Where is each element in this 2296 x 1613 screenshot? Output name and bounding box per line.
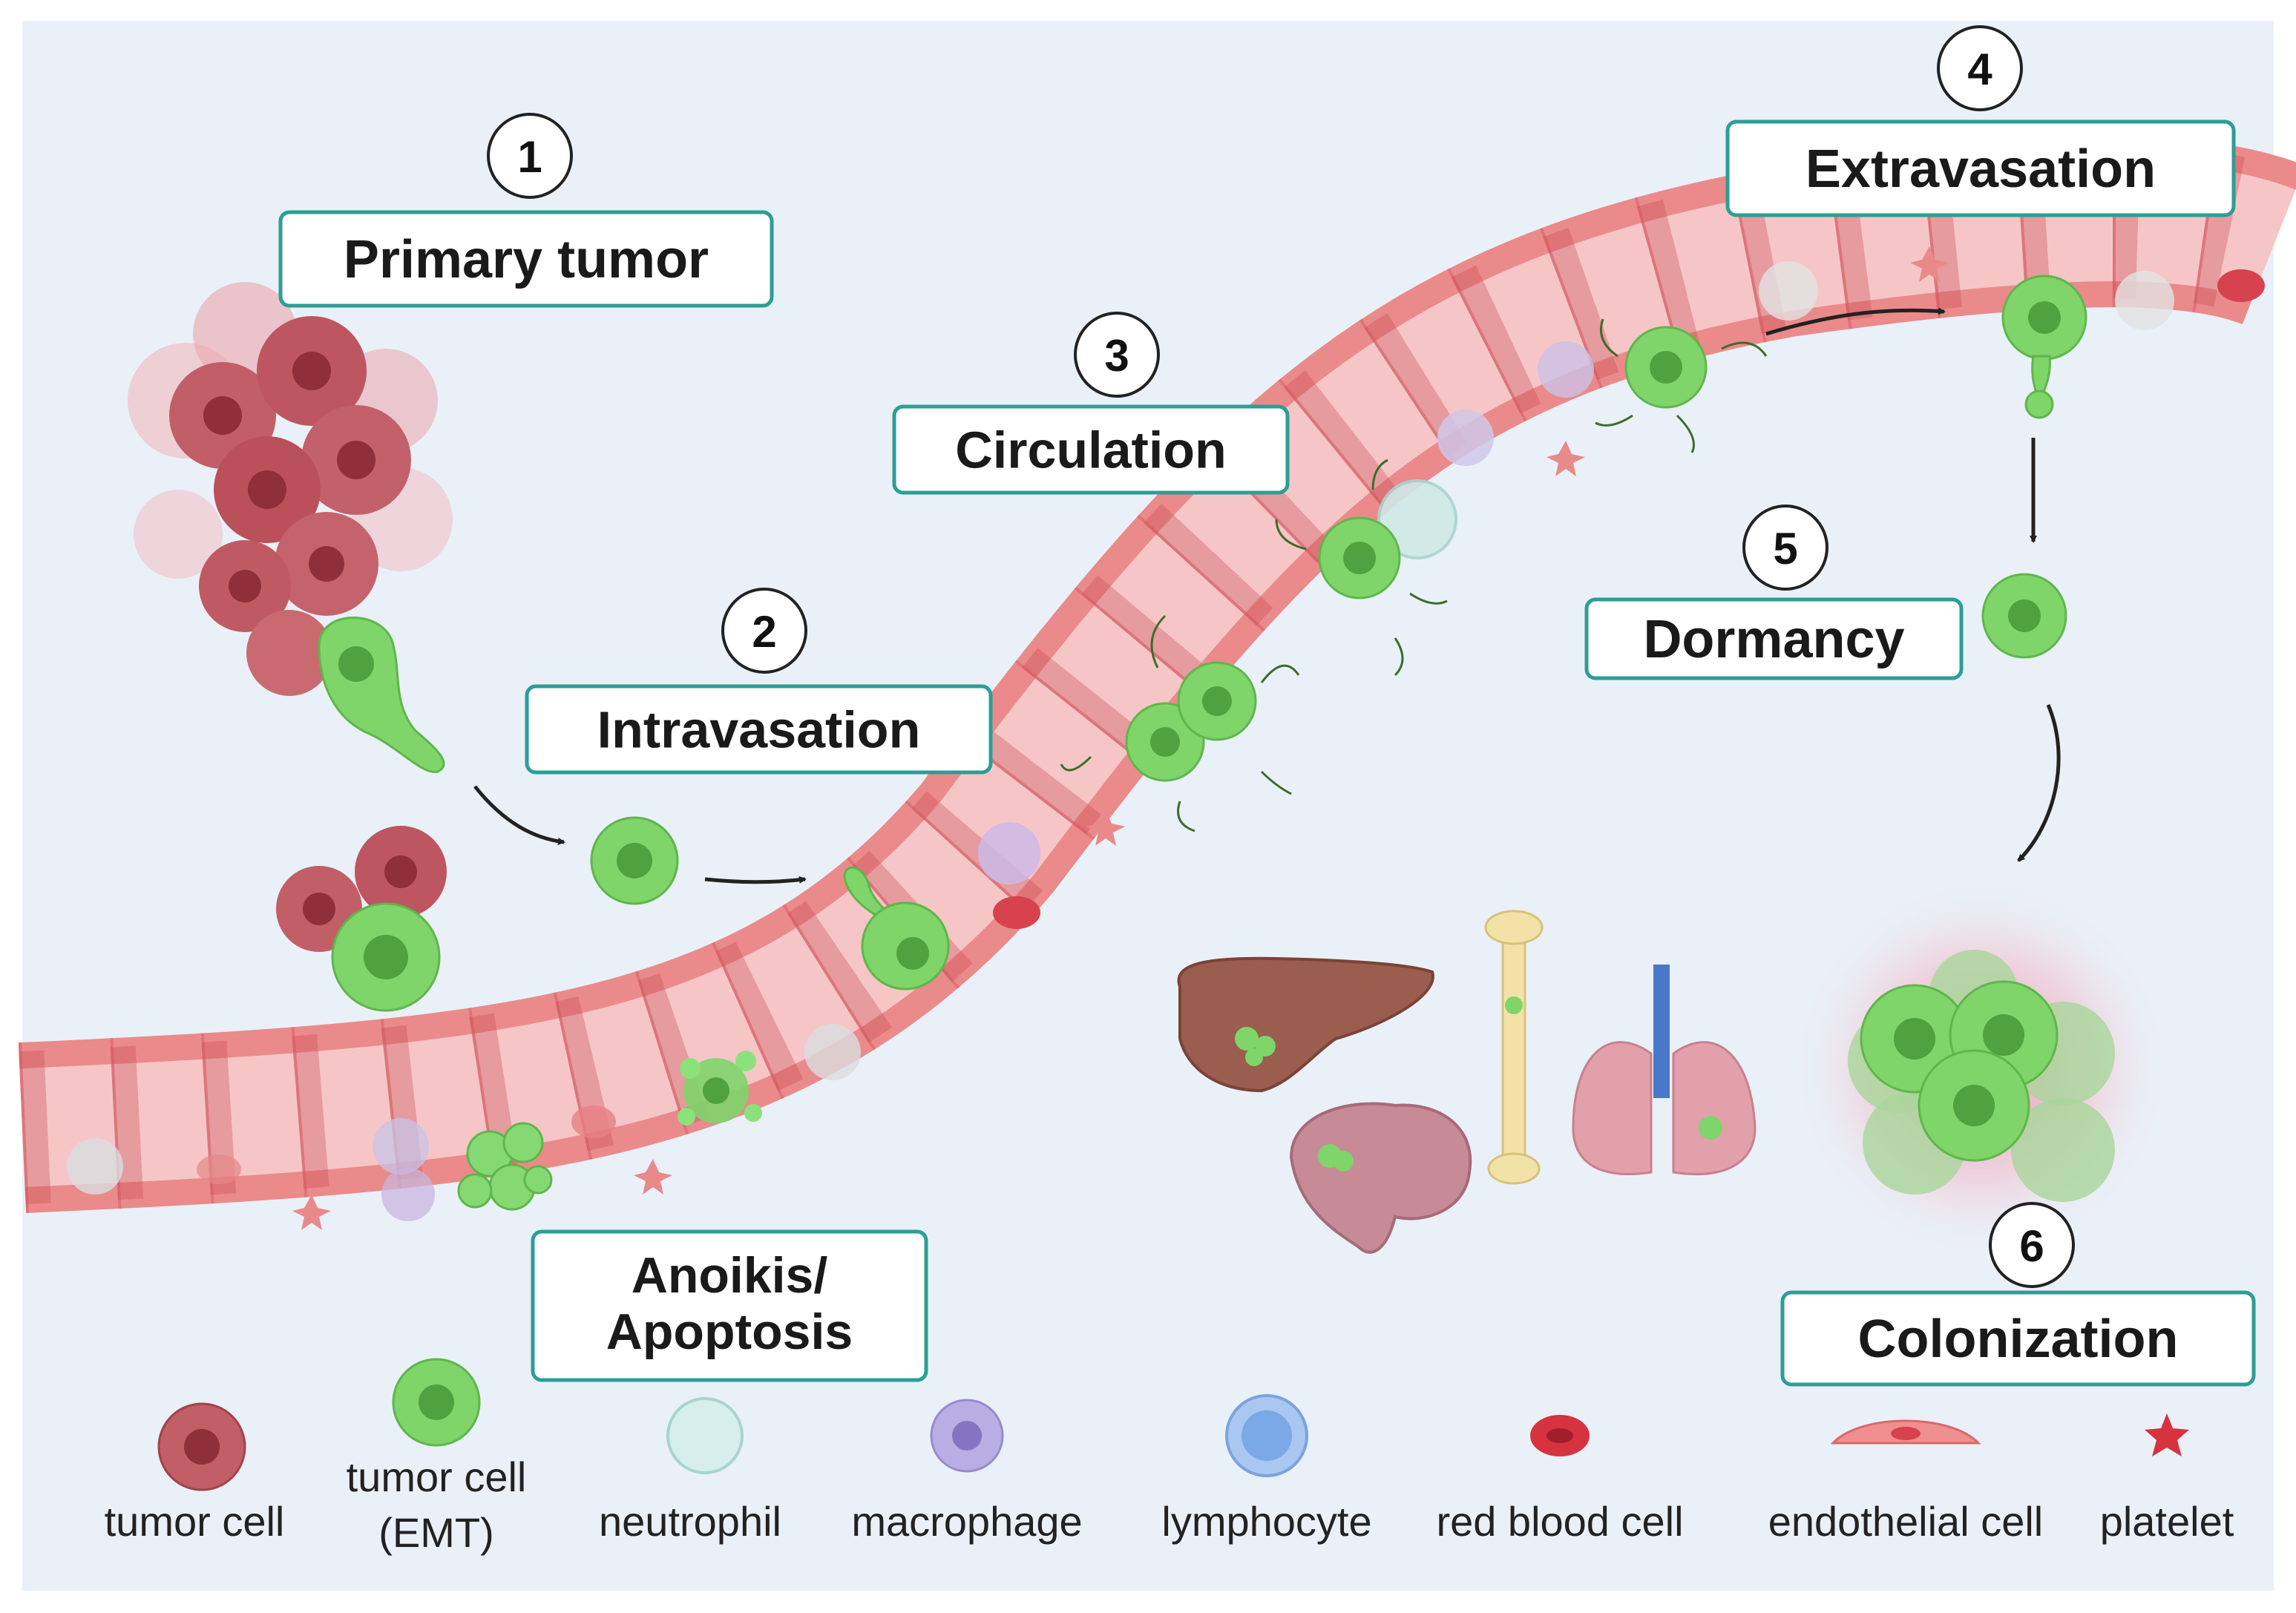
step-number: 3 [1104,331,1129,381]
arrow-cell-to-vessel [704,876,807,884]
emt-tumor-cell-icon [318,617,445,773]
step-number-badge [1074,312,1160,398]
anoikis-label-line2: Apoptosis [606,1304,853,1360]
step-label: Dormancy [1643,610,1904,669]
step-number: 6 [2019,1221,2044,1271]
extravasating-cell [2001,275,2087,419]
legend-label: tumor cell [347,1453,527,1500]
arrow-tumor-to-cell [473,785,565,845]
legend-label: endothelial cell [1768,1498,2043,1545]
colonization-cluster [1788,876,2174,1261]
step-label-box [892,404,1290,495]
step-number-badge [721,588,807,674]
lymphocyte-icon [1225,1394,1308,1477]
step-number-badge [487,113,573,199]
step-number-badge [1989,1202,2075,1288]
flow-arrows [473,307,2061,884]
tumor-cell-icon [157,1402,246,1491]
platelet-icon [1910,246,1949,282]
step-label: Primary tumor [344,230,709,289]
red-blood-cell-icon [571,1106,616,1138]
arrow-to-colonization [2017,704,2061,862]
step-label-box [278,210,774,308]
step-number: 5 [1773,524,1797,574]
step-label: Colonization [1858,1310,2179,1369]
macrophage-icon [381,1168,435,1221]
step-number-badge [1937,25,2023,111]
step-label-box [1584,597,1964,680]
macrophage-icon [978,822,1040,884]
legend-label-line2: (EMT) [378,1509,494,1556]
circulating-tumor-cells [1060,318,1768,832]
bone-icon [1484,910,1544,1185]
macrophage-icon [1538,341,1594,398]
apoptotic-fragments [457,1122,553,1211]
neutrophil-icon [2115,271,2174,330]
step-number-badge [1742,505,1828,591]
platelet-icon [1086,810,1125,846]
step-label: Intravasation [597,701,921,759]
platelet-icon [634,1159,672,1195]
red-blood-cell-icon [197,1154,241,1184]
legend-label: lymphocyte [1161,1498,1371,1545]
platelet-icon [292,1195,331,1230]
step-number: 4 [1967,45,1992,94]
lung-icon [1572,965,1757,1175]
lymphocyte-icon [373,1118,429,1175]
platelet-icon [2145,1413,2189,1456]
neutrophil-icon [67,1138,123,1195]
red-blood-cell-icon [1530,1415,1590,1456]
step-label-box [1780,1290,2256,1387]
red-blood-cell-icon [2217,269,2265,302]
liver-icon [1177,956,1434,1093]
neutrophil-icon [804,1024,861,1080]
emt-tumor-cell-icon [1125,326,1708,782]
arrow-to-extravasation [1765,307,1946,336]
emt-tumor-cell-icon [590,816,679,905]
step-label-box [1725,119,2236,217]
brain-icon [1289,1102,1472,1254]
anoikis-label-line1: Anoikis/ [632,1247,828,1304]
step-label: Extravasation [1805,139,2156,199]
legend-label: tumor cell [105,1498,285,1545]
vessel-cells [67,246,2265,1230]
platelet-icon [1546,441,1585,476]
step-number: 1 [517,132,542,182]
step-number: 2 [752,607,776,657]
primary-tumor-cluster [128,282,453,773]
emt-tumor-cell-icon [392,1358,481,1447]
macrophage-icon [930,1399,1004,1473]
step-label: Circulation [955,421,1227,479]
legend-label: neutrophil [599,1498,781,1545]
legend: tumor cell tumor cell (EMT) neutrophil macro… [105,1358,2234,1556]
lymphocyte-icon [1437,410,1494,466]
red-blood-cell-icon [993,896,1040,929]
neutrophil-icon [1377,479,1457,559]
apoptotic-cell [678,1051,762,1126]
dormant-cell [1981,573,2067,659]
legend-label: macrophage [851,1498,1082,1545]
legend-label: platelet [2100,1498,2234,1545]
blood-vessel [18,137,2296,1213]
neutrophil-icon [1759,261,1818,321]
neutrophil-icon [666,1397,744,1474]
anoikis-label: Anoikis/ Apoptosis [531,1229,928,1382]
intravasating-cell [843,866,950,991]
endothelial-cell-icon [1830,1419,1981,1445]
legend-label: red blood cell [1436,1498,1683,1545]
step-label-box [525,684,993,775]
tumor-cell-pair [276,826,447,1012]
